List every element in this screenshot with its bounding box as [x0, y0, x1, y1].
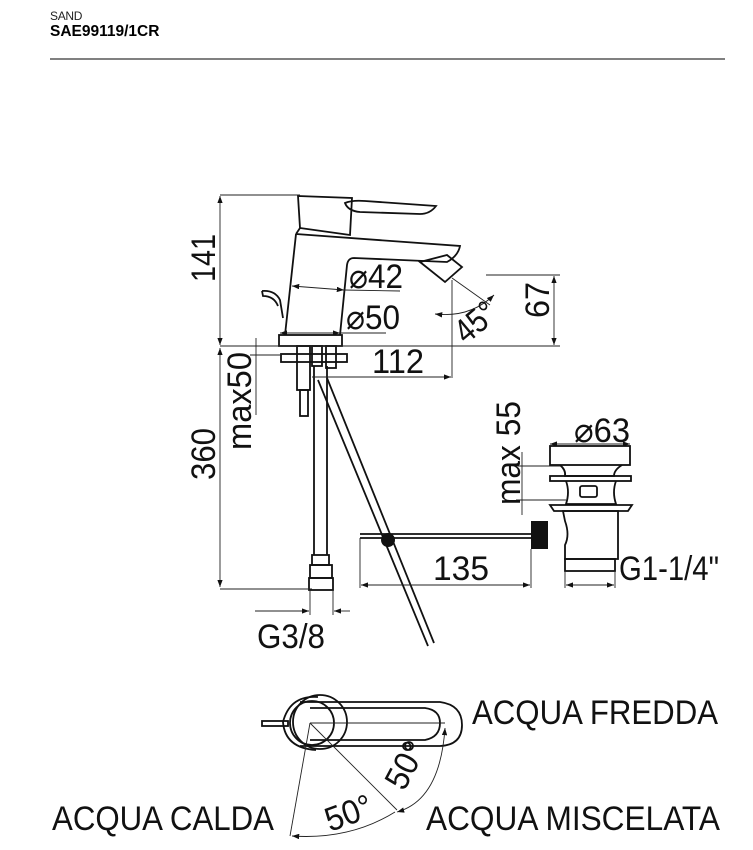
label-hot-water: ACQUA CALDA — [52, 800, 274, 838]
hose-and-pull-rod — [308, 366, 548, 647]
dim-67: 67 — [519, 282, 557, 318]
dim-max55: max 55 — [490, 401, 528, 505]
product-code: SAE99119/1CR — [50, 23, 160, 40]
dim-g1-1-4: G1-1/4" — [619, 550, 719, 588]
angle-cold: 50° — [378, 736, 434, 796]
dim-45-degrees: 45° — [447, 294, 505, 351]
dim-112: 112 — [372, 343, 424, 381]
dim-d63: ⌀63 — [574, 412, 630, 450]
pop-up-drain — [548, 445, 634, 572]
dimension-lines — [217, 194, 630, 615]
label-mixed-water: ACQUA MISCELATA — [426, 800, 720, 838]
series-name: SAND — [50, 9, 83, 23]
angle-hot: 50° — [320, 787, 378, 839]
header-divider — [50, 58, 725, 60]
label-cold-water: ACQUA FREDDA — [472, 694, 718, 732]
dim-g3-8: G3/8 — [257, 618, 325, 656]
dim-135: 135 — [433, 550, 489, 588]
dim-360: 360 — [185, 428, 223, 480]
dim-141: 141 — [185, 234, 223, 282]
dim-d50: ⌀50 — [346, 299, 400, 337]
dim-d42: ⌀42 — [349, 258, 403, 296]
faucet-top-view — [261, 694, 463, 840]
dim-max50: max50 — [221, 352, 259, 450]
